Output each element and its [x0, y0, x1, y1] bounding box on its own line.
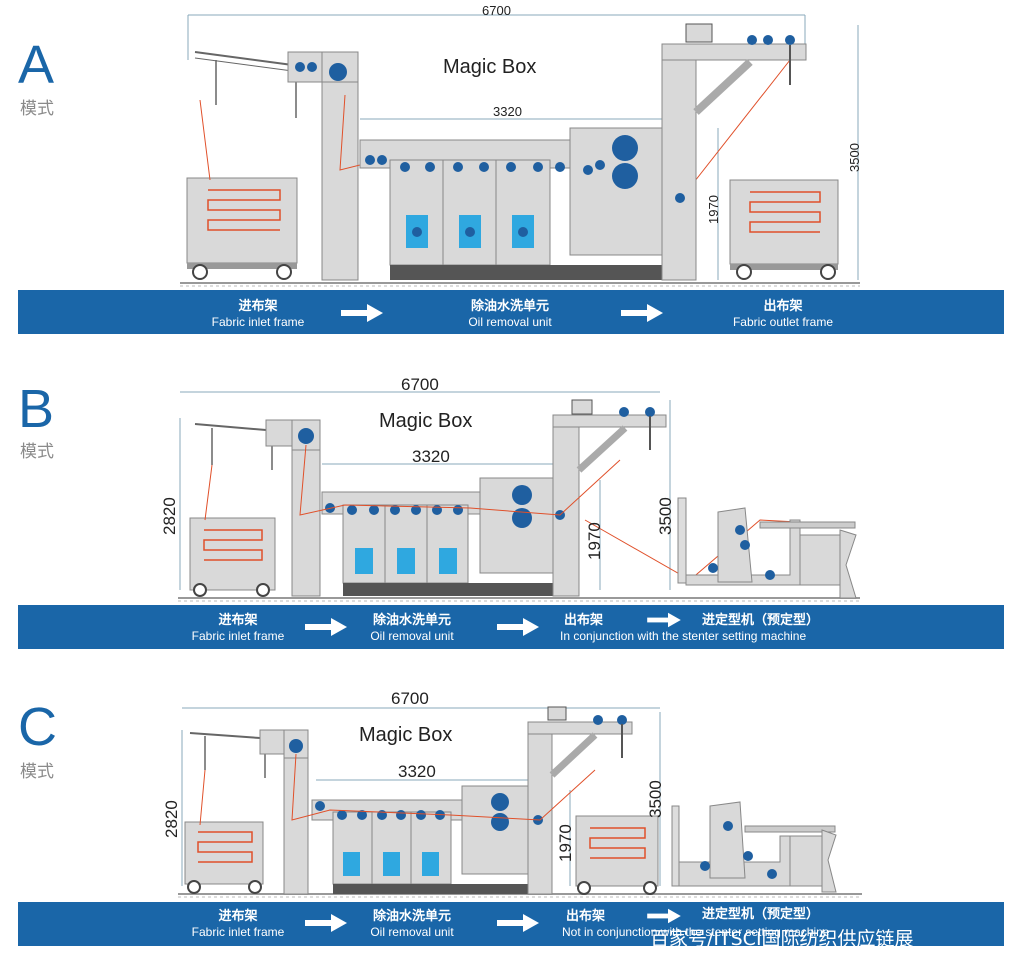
arrow-right-icon: [305, 618, 347, 636]
step-b-2-cn: 除油水洗单元: [372, 613, 451, 628]
step-a-2-cn: 除油水洗单元: [470, 299, 549, 314]
arrow-right-icon: [647, 908, 681, 924]
dim-height-total-c: 3500: [646, 780, 665, 818]
step-c-2-en: Oil removal unit: [370, 925, 454, 939]
step-c-3-en: Not in conjunction with the stenter sett…: [562, 925, 830, 939]
dim-width-unit-a: 3320: [493, 104, 522, 119]
title-magic-box-c: Magic Box: [359, 724, 453, 746]
step-c-2-cn: 除油水洗单元: [372, 909, 451, 924]
watermark: 百家号/ITSCI国际纺织供应链展: [650, 928, 914, 950]
step-c-1-en: Fabric inlet frame: [191, 925, 285, 939]
step-c-2: 除油水洗单元 Oil removal unit: [352, 908, 472, 940]
title-magic-box-b: Magic Box: [379, 410, 473, 432]
mode-label-b: 模式: [20, 442, 54, 462]
dim-height-outlet-c: 1970: [556, 824, 575, 862]
dim-width-unit-b: 3320: [412, 447, 450, 466]
diagram-b: [178, 391, 860, 602]
dim-width-total-b: 6700: [401, 375, 439, 394]
diagram-a: [180, 14, 860, 287]
step-a-3-en: Fabric outlet frame: [732, 315, 834, 329]
mode-letter-a: A: [18, 35, 55, 95]
title-magic-box-a: Magic Box: [443, 56, 537, 78]
arrow-right-icon: [621, 304, 663, 322]
step-b-4: 进定型机（预定型）: [702, 612, 819, 629]
step-c-3-cn: 出布架: [566, 909, 606, 924]
mode-letter-c: C: [18, 697, 57, 757]
step-a-2-en: Oil removal unit: [468, 315, 552, 329]
step-b-3: 出布架 In conjunction with the stenter sett…: [560, 612, 806, 644]
dim-height-inlet-b: 2820: [160, 497, 179, 535]
step-b-4-cn: 进定型机（预定型）: [702, 613, 820, 628]
dim-height-total-a: 3500: [847, 143, 862, 172]
step-a-2: 除油水洗单元 Oil removal unit: [440, 298, 580, 330]
arrow-right-icon: [497, 914, 539, 932]
step-c-1-cn: 进布架: [218, 909, 258, 924]
step-b-1: 进布架 Fabric inlet frame: [178, 612, 298, 644]
step-c-1: 进布架 Fabric inlet frame: [178, 908, 298, 940]
mode-letter-b: B: [18, 379, 55, 439]
step-a-1: 进布架 Fabric inlet frame: [198, 298, 318, 330]
mode-label-a: 模式: [20, 99, 54, 119]
step-c-4: 进定型机（预定型）: [702, 906, 819, 923]
step-b-2-en: Oil removal unit: [370, 629, 454, 643]
step-c-4-cn: 进定型机（预定型）: [702, 907, 820, 922]
step-b-3-cn: 出布架: [564, 613, 604, 628]
dim-width-unit-c: 3320: [398, 762, 436, 781]
step-b-2: 除油水洗单元 Oil removal unit: [352, 612, 472, 644]
step-b-1-en: Fabric inlet frame: [191, 629, 285, 643]
dim-height-total-b: 3500: [656, 497, 675, 535]
mode-label-c: 模式: [20, 762, 54, 782]
step-c-3: 出布架 Not in conjunction with the stenter …: [562, 908, 829, 940]
step-b-1-cn: 进布架: [218, 613, 258, 628]
dim-height-outlet-a: 1970: [706, 195, 721, 224]
step-a-3: 出布架 Fabric outlet frame: [718, 298, 848, 330]
dim-height-outlet-b: 1970: [585, 522, 604, 560]
dim-width-total-c: 6700: [391, 689, 429, 708]
step-a-1-en: Fabric inlet frame: [211, 315, 305, 329]
arrow-right-icon: [341, 304, 383, 322]
step-a-1-cn: 进布架: [238, 299, 278, 314]
step-a-3-cn: 出布架: [763, 299, 803, 314]
dim-height-inlet-c: 2820: [162, 800, 181, 838]
step-b-3-en: In conjunction with the stenter setting …: [560, 629, 807, 643]
arrow-right-icon: [497, 618, 539, 636]
process-bar-a: [18, 290, 1004, 334]
arrow-right-icon: [305, 914, 347, 932]
diagram-c: [178, 706, 862, 898]
dim-width-total-a: 6700: [482, 3, 511, 18]
arrow-right-icon: [647, 612, 681, 628]
